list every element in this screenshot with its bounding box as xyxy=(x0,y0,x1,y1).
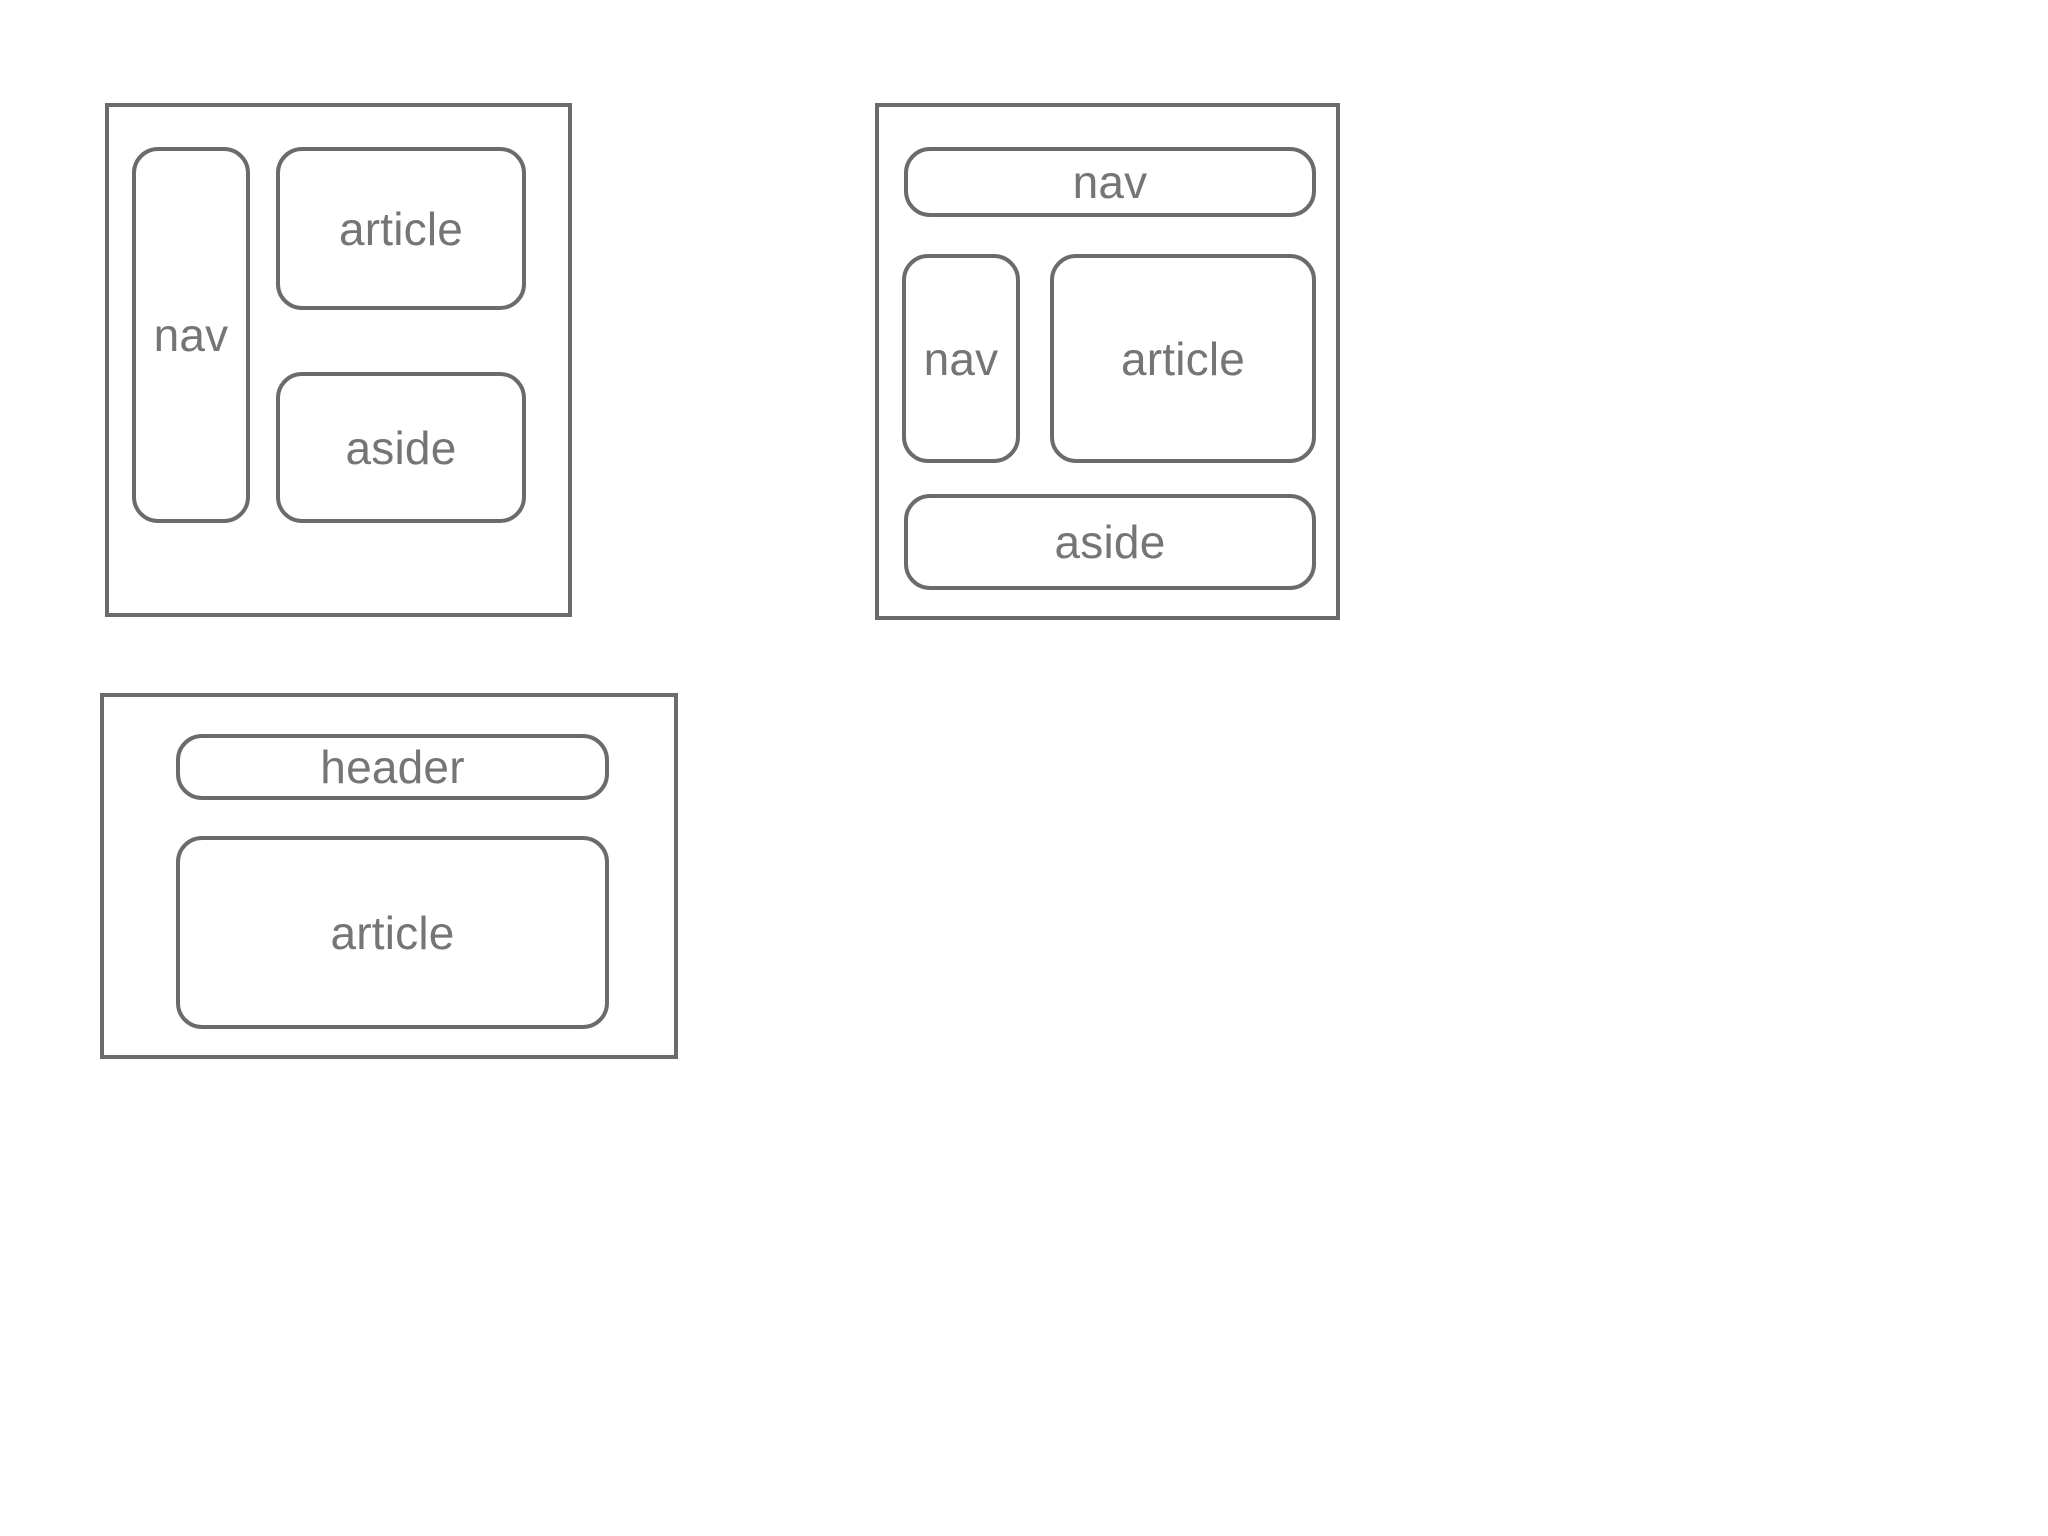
layout-diagram-two: nav nav article aside xyxy=(875,103,1340,620)
diagram-one-aside-box: aside xyxy=(276,372,526,523)
diagram-one-article-label: article xyxy=(338,202,464,255)
diagram-one-aside-label: aside xyxy=(345,421,457,474)
diagram-one-nav-box: nav xyxy=(132,147,250,523)
diagram-two-side-nav-label: nav xyxy=(923,332,999,385)
layout-diagram-three: header article xyxy=(100,693,678,1059)
layout-diagram-one: nav article aside xyxy=(105,103,572,617)
diagram-two-article-label: article xyxy=(1120,332,1246,385)
diagram-three-article-box: article xyxy=(176,836,609,1029)
diagram-two-article-box: article xyxy=(1050,254,1316,463)
diagram-one-article-box: article xyxy=(276,147,526,310)
diagram-three-header-box: header xyxy=(176,734,609,800)
diagram-three-article-label: article xyxy=(330,906,455,959)
diagram-one-nav-label: nav xyxy=(153,309,229,361)
diagram-two-aside-box: aside xyxy=(904,494,1316,590)
diagram-three-header-label: header xyxy=(320,741,465,793)
diagram-two-top-nav-label: nav xyxy=(1072,156,1148,208)
diagram-two-side-nav-box: nav xyxy=(902,254,1020,463)
diagram-two-top-nav-box: nav xyxy=(904,147,1316,217)
diagram-two-aside-label: aside xyxy=(1054,516,1166,568)
